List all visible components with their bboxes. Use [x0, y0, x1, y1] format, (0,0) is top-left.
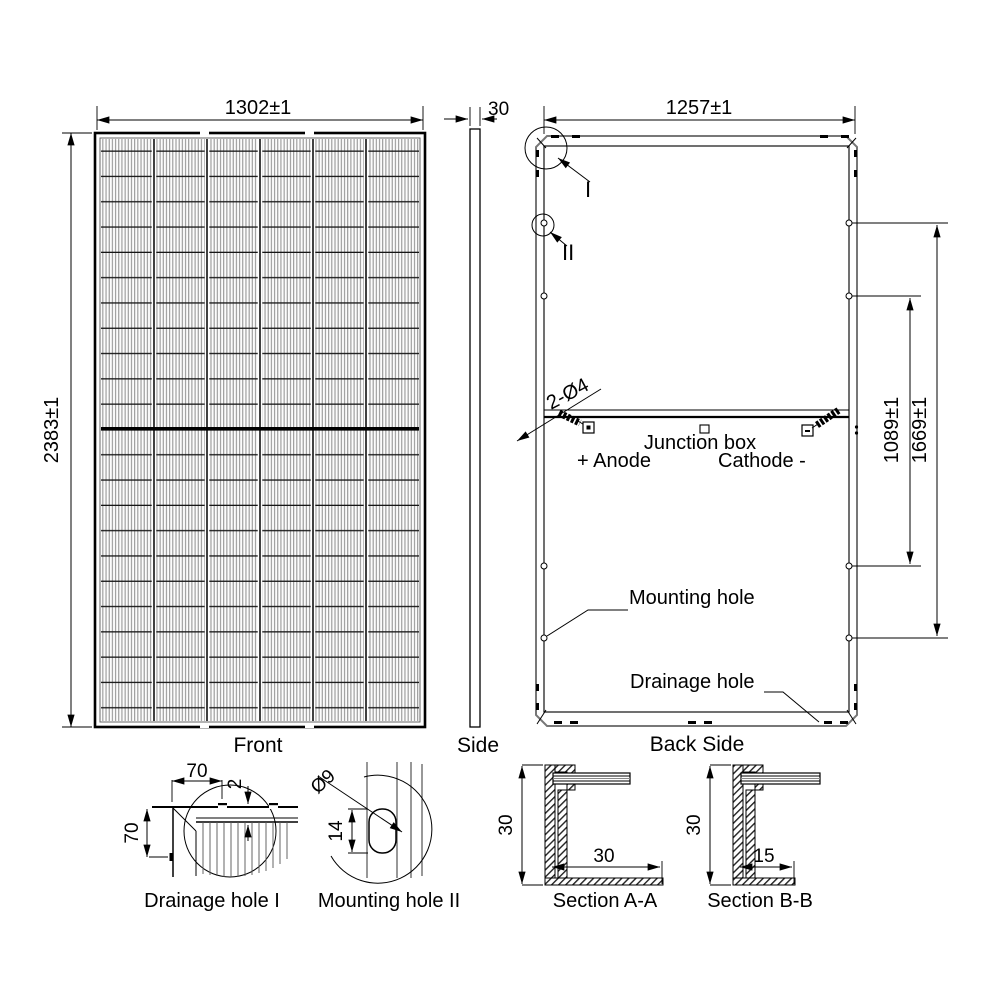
detail-circle-ii [531, 213, 555, 237]
drainage-width-dim: 70 [186, 761, 207, 782]
back-frame-inner [543, 145, 850, 713]
side-profile [469, 128, 481, 728]
aa-laminate [552, 772, 631, 785]
mounting-dia-dim: Ø9 [307, 766, 340, 799]
mounting-slot [368, 808, 397, 854]
cathode-connector [801, 407, 841, 437]
front-view-label: Front [233, 734, 282, 757]
back-view: 2-Ø4 I II 1257±1 1089±1 1669±1 Junction … [516, 97, 948, 756]
drainage-height-dim: 70 [122, 822, 143, 843]
anode-connector [557, 409, 595, 434]
aa-flange-dim: 30 [593, 846, 614, 867]
bb-flange-dim: 15 [753, 846, 774, 867]
back-width-dim: 1257±1 [666, 97, 733, 119]
aa-height-dim: 30 [496, 814, 517, 835]
hole-callout-leader [516, 388, 602, 442]
junction-box-label: Junction box [644, 432, 756, 454]
front-middle-divider [101, 427, 419, 431]
mounting-hole-leader [546, 609, 628, 637]
detail-cell-lines [202, 822, 288, 877]
detail-ii-label: II [562, 240, 574, 265]
diameter-leader [317, 775, 403, 833]
side-thickness-dim: 30 [488, 99, 509, 120]
drainage-hole-label: Drainage hole [630, 671, 755, 693]
detail-boundary-arc [330, 774, 433, 884]
detail-mounting-hole: Ø9 14 Mounting hole II [307, 762, 460, 912]
mounting-detail-label: Mounting hole II [318, 890, 460, 912]
side-view-label: Side [457, 734, 499, 757]
mounting-length-dim: 14 [326, 820, 347, 842]
detail-slots [218, 803, 278, 809]
drainage-slot-dim: 2 [225, 779, 246, 790]
aa-label: Section A-A [553, 890, 658, 912]
drainage-detail-label: Drainage hole I [144, 890, 280, 912]
aa-inner-wall [557, 789, 568, 879]
span-inner-dim: 1089±1 [881, 397, 903, 464]
hole-callout: 2-Ø4 [543, 374, 593, 414]
front-edge-notches [200, 131, 314, 728]
detail-drainage-hole: 70 2 70 Drainage hole I [122, 761, 298, 912]
back-drainage-slots [536, 135, 857, 724]
detail-i-label: I [585, 177, 591, 202]
junction-box-symbol [699, 424, 710, 434]
front-width-dim: 1302±1 [225, 97, 292, 119]
side-view: 30 Side [444, 99, 509, 757]
bb-bottom-flange [732, 877, 796, 886]
bb-height-dim: 30 [684, 814, 705, 835]
back-frame-outer [535, 135, 858, 727]
front-height-dim: 2383±1 [41, 397, 63, 464]
detail-boundary-circle [183, 784, 277, 878]
detail-circle-i [524, 126, 568, 170]
drainage-hole-leader [764, 691, 820, 723]
span-outer-dim: 1669±1 [909, 397, 931, 464]
mounting-hole-label: Mounting hole [629, 587, 755, 609]
cathode-label: Cathode - [718, 450, 806, 472]
back-mounting-holes [540, 219, 853, 642]
back-view-label: Back Side [650, 733, 745, 756]
detail-frame-lines [366, 762, 423, 878]
bb-label: Section B-B [707, 890, 813, 912]
section-aa: 30 30 Section A-A [496, 764, 664, 912]
front-view: 1302±1 2383±1 Front [41, 97, 427, 757]
bb-laminate [740, 772, 821, 785]
back-corner-bevels [536, 137, 857, 725]
anode-label: + Anode [577, 450, 651, 472]
aa-bottom-flange [544, 877, 664, 886]
section-bb: 30 15 Section B-B [684, 764, 821, 912]
